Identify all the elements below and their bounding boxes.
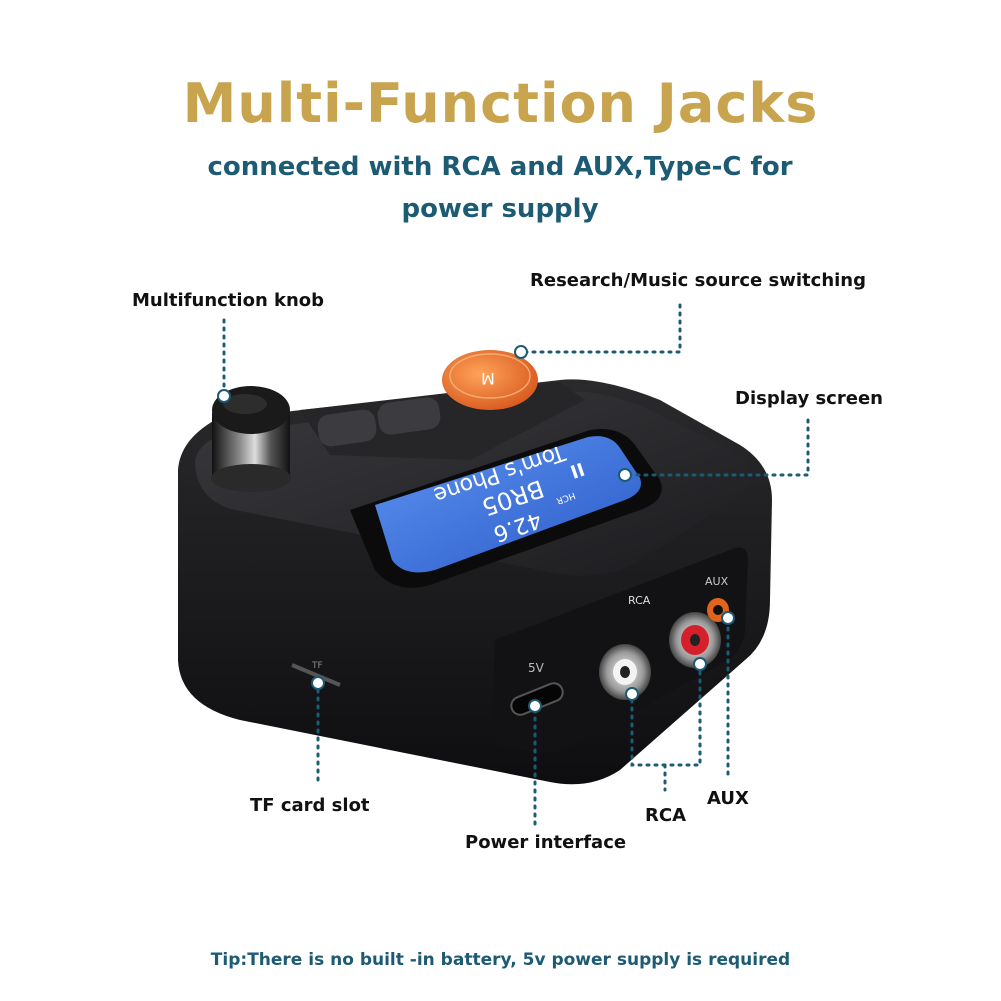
m-button — [442, 350, 538, 410]
callout-tf-card-slot: TF card slot — [250, 795, 370, 816]
callout-rca: RCA — [645, 805, 687, 826]
callout-lines — [222, 303, 810, 827]
callout-power-interface: Power interface — [465, 832, 627, 853]
rca-panel-label: RCA — [628, 594, 651, 607]
callout-research-switching: Research/Music source switching — [530, 270, 867, 291]
callout-display-screen: Display screen — [735, 388, 883, 409]
tip-text: Tip:There is no built -in battery, 5v po… — [210, 950, 791, 970]
jazz-button — [317, 409, 377, 447]
subtitle-line-1: connected with RCA and AUX,Type-C for — [207, 152, 793, 182]
page-title: Multi-Function Jacks — [182, 72, 819, 135]
knob-base — [211, 464, 291, 492]
page-subtitle: connected with RCA and AUX,Type-C for po… — [150, 146, 850, 230]
tf-panel-label: TF — [311, 661, 323, 671]
callout-multifunction-knob: Multifunction knob — [132, 290, 325, 311]
five-v-label: 5V — [528, 661, 545, 675]
rock-button — [377, 397, 441, 435]
subtitle-line-2: power supply — [401, 194, 599, 224]
tf-card-slot — [291, 663, 341, 687]
screen-pause-icon: II — [567, 458, 587, 482]
callout-aux: AUX — [707, 788, 749, 809]
callout-markers — [217, 345, 735, 713]
m-button-label: M — [481, 369, 495, 388]
aux-panel-label: AUX — [705, 575, 729, 588]
display-screen — [375, 436, 641, 573]
